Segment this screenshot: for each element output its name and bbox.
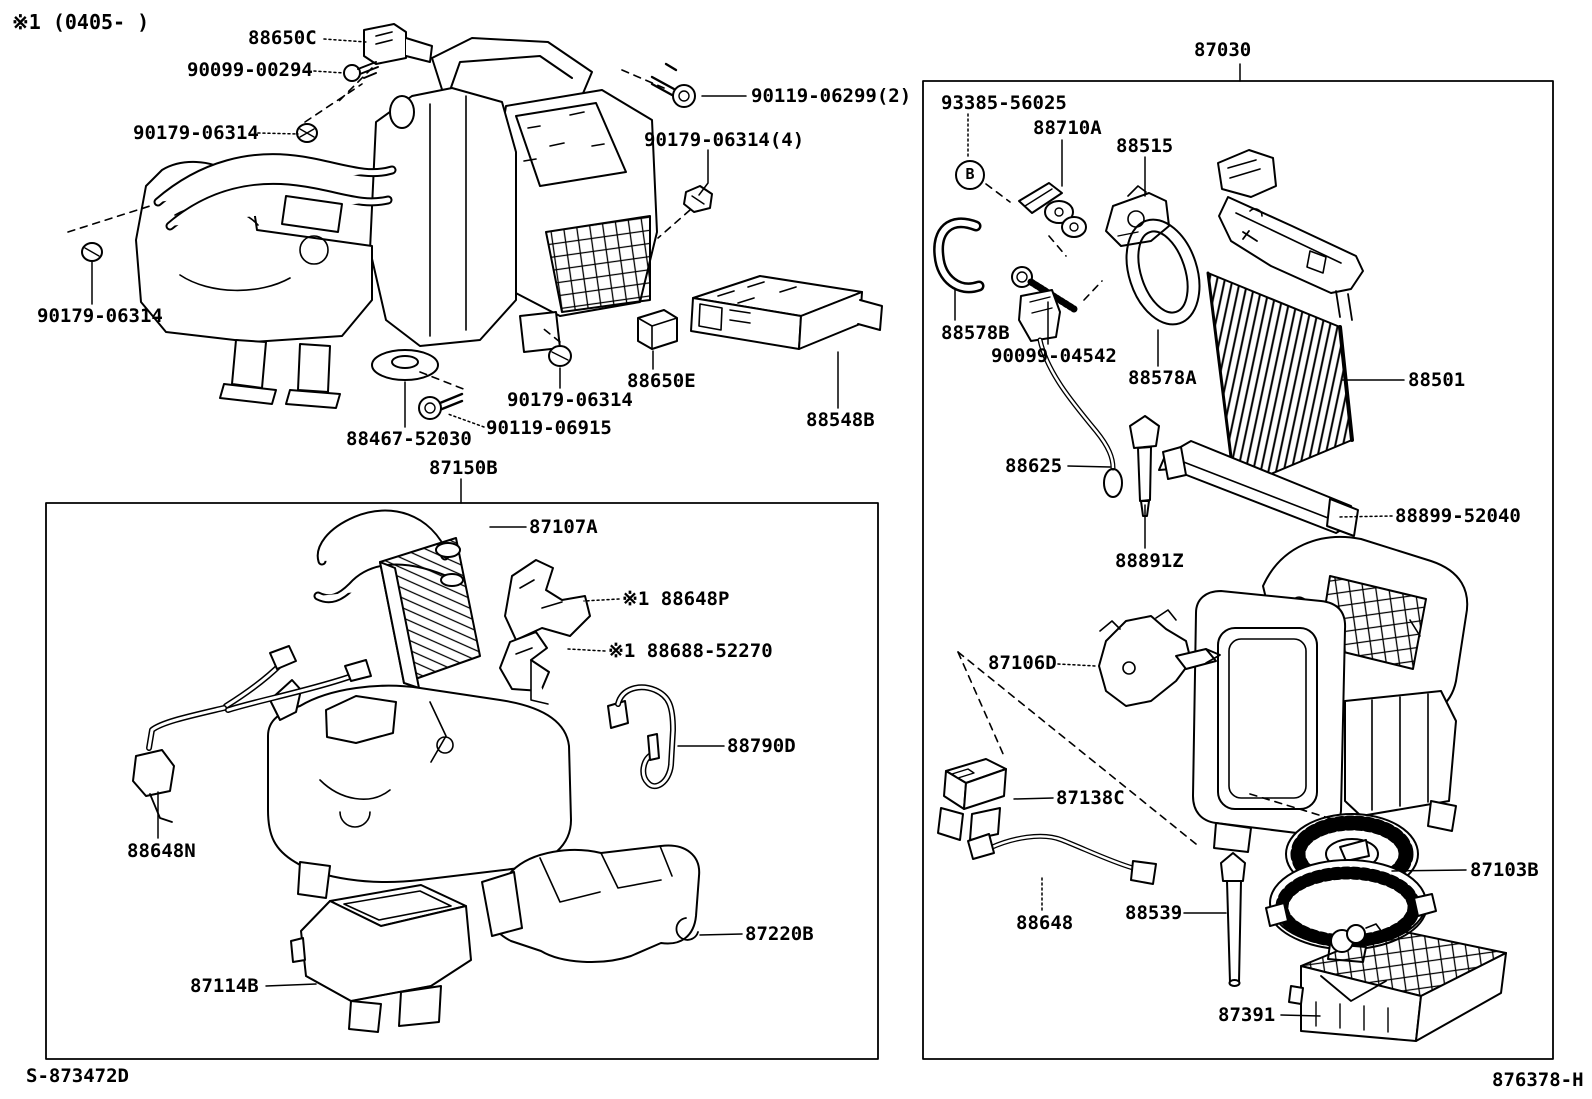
duct-87220b-drawing [481,844,701,964]
nut-mid-drawing [548,345,572,367]
label-90099-00294: 90099-00294 [187,59,313,81]
label-88891z: 88891Z [1115,550,1184,572]
label-88650e: 88650E [627,370,696,392]
nut-top-drawing [296,123,318,143]
heater-assembly-drawing [67,23,883,420]
label-90099-04542: 90099-04542 [991,345,1117,367]
wire-88648-drawing [967,833,1157,885]
leader-lines [91,38,1467,1017]
label-87138c: 87138C [1056,787,1125,809]
label-88648p: ※1 88648P [622,588,730,610]
clip-88578b-drawing [933,217,985,294]
label-87030: 87030 [1194,39,1252,61]
wire-88790d-drawing [607,684,676,790]
screw-00294-drawing [343,61,379,82]
label-93385-56025: 93385-56025 [941,92,1067,114]
drawing-code-right: 876378-H [1492,1069,1584,1091]
drawing-code-left: S-873472D [26,1065,129,1087]
cooling-dashed-lines [957,183,1343,845]
right-box-frame [922,80,1554,1060]
label-88539: 88539 [1125,902,1183,924]
label-88578a: 88578A [1128,367,1197,389]
wire-88648n-drawing [132,645,372,823]
screw-06299-drawing [650,62,696,108]
relay-88650c-drawing [363,23,433,65]
nut-4x-drawing [683,185,713,213]
assembly-dashed-lines [67,67,691,391]
servo-87106d-drawing [1098,609,1221,707]
oring-88578a-drawing [1125,218,1201,326]
tube-88539-drawing [1220,852,1246,987]
label-90119-06915: 90119-06915 [486,417,612,439]
label-90179-06314-top: 90179-06314 [133,122,259,144]
amplifier-88548b-drawing [690,275,883,350]
label-88515: 88515 [1116,135,1174,157]
filter-case-87391-drawing [1288,923,1507,1042]
label-88648n: 88648N [127,840,196,862]
label-88899-52040: 88899-52040 [1395,505,1521,527]
circled-letter-b: B [955,160,985,190]
label-90179-06314-4x: 90179-06314(4) [644,129,805,151]
clamp-88688-drawing [499,631,550,705]
label-90179-06314-left: 90179-06314 [37,305,163,327]
screw-06915-drawing [418,392,464,420]
label-88578b: 88578B [941,322,1010,344]
label-88467-52030: 88467-52030 [346,428,472,450]
connector-87138c-drawing [937,758,1007,841]
label-90179-06314-mid: 90179-06314 [507,389,633,411]
label-87220b: 87220B [745,923,814,945]
clamp-88648p-drawing [504,559,591,641]
left-box-frame [45,502,879,1060]
pipe-bracket-drawing [1217,149,1364,321]
revision-note: ※1 (0405- ) [12,10,150,34]
nut-left-drawing [81,242,103,262]
label-88648: 88648 [1016,912,1074,934]
label-90119-06299: 90119-06299(2) [751,85,912,107]
label-87106d: 87106D [988,652,1057,674]
evaporator-88501-drawing [1206,271,1354,491]
label-88650c: 88650C [248,27,317,49]
heater-core-drawing [313,509,481,689]
label-87103b: 87103B [1470,859,1539,881]
label-87391: 87391 [1218,1004,1276,1026]
label-88790d: 88790D [727,735,796,757]
heater-unit-drawing [132,509,701,1033]
label-87107a: 87107A [529,516,598,538]
label-87114b: 87114B [190,975,259,997]
valve-88710a-drawing [1018,182,1087,238]
label-88710a: 88710A [1033,117,1102,139]
valve-88515-drawing [1105,185,1170,247]
label-87150b: 87150B [429,457,498,479]
label-88688-52270: ※1 88688-52270 [608,640,773,662]
resistor-88650e-drawing [637,309,678,350]
packing-88467-drawing [371,349,439,381]
label-88548b: 88548B [806,409,875,431]
cooling-unit-drawing [933,149,1507,1042]
sensor-88891z-drawing [1129,415,1160,517]
duct-87114b-drawing [290,884,472,1033]
label-88625: 88625 [1005,455,1063,477]
label-88501: 88501 [1408,369,1466,391]
drain-88899-drawing [1158,440,1359,537]
